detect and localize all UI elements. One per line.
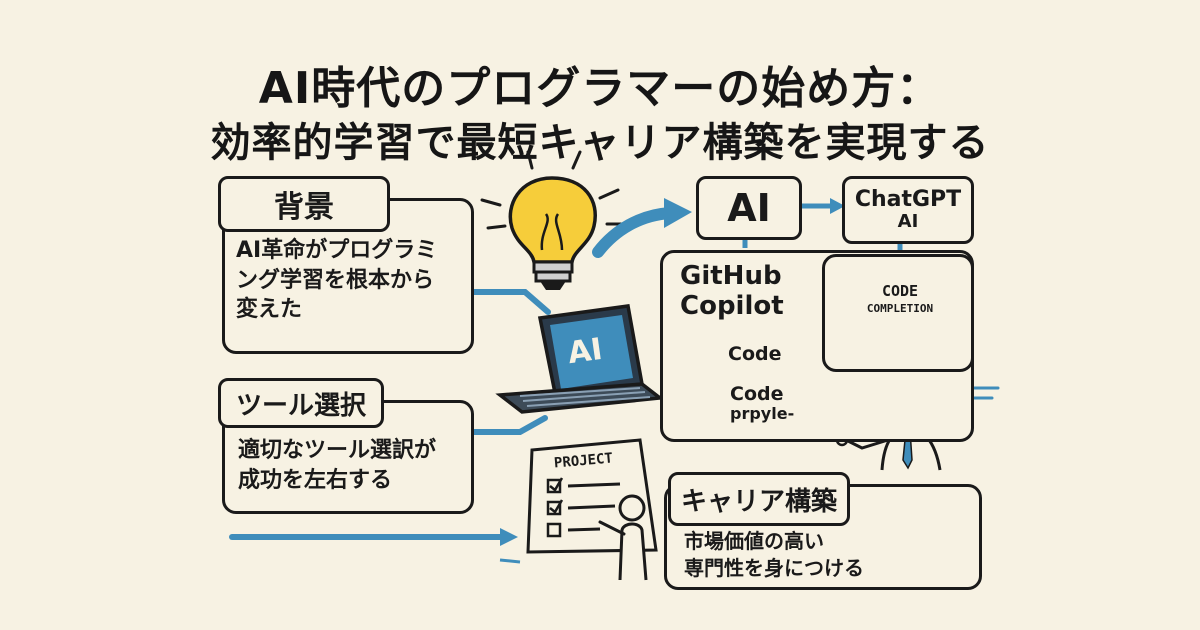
- page-subtitle: 効率的学習で最短キャリア構築を実現する: [210, 120, 990, 166]
- code-item-2-line2: prpyle-: [730, 403, 795, 423]
- copilot-line2: Copilot: [680, 290, 784, 321]
- chatgpt-label: ChatGPT: [854, 187, 962, 212]
- copilot-line1: GitHub: [680, 261, 782, 291]
- tools-text-line1: 適切なツール選訳が: [238, 438, 437, 463]
- arrow-background-to-laptop: [467, 289, 551, 315]
- project-clipboard-icon: [526, 438, 658, 554]
- github-copilot-label: GitHub Copilot: [680, 261, 784, 322]
- arrowhead-bulb-to-ai: [664, 198, 692, 228]
- code-completion-line1: CODE: [881, 282, 919, 300]
- code-item-2-line1: Code: [730, 383, 784, 405]
- code-item-1: Code: [728, 343, 782, 365]
- tools-text-line2: 成功を左右する: [238, 467, 393, 493]
- code-completion-line2: COMPLETION: [866, 301, 934, 315]
- laptop-screen-label: AI: [565, 331, 605, 372]
- code-completion-box: [822, 254, 974, 372]
- arrowhead-bottom: [500, 528, 518, 546]
- tools-text: 適切なツール選訳が 成功を左右する: [238, 436, 436, 495]
- background-text: AI革命がプログラミ ング学習を根本から 変えた: [236, 236, 437, 325]
- arrow-bulb-to-ai: [592, 207, 676, 258]
- background-text-line1: AI革命がプログラミ: [236, 238, 438, 263]
- background-text-line3: 変えた: [236, 297, 303, 323]
- page-title: AI時代のプログラマーの始め方：: [258, 63, 942, 114]
- career-text-line1: 市場価値の高い: [684, 529, 824, 553]
- ai-tools-panel: [660, 250, 974, 442]
- background-heading-text: 背景: [274, 190, 334, 225]
- tools-heading: ツール選択: [218, 378, 384, 428]
- career-heading-text: キャリア構築: [680, 486, 837, 517]
- code-completion-label: CODE COMPLETION: [852, 282, 948, 316]
- career-text: 市場価値の高い 専門性を身につける: [684, 528, 864, 582]
- career-heading: キャリア構築: [668, 472, 850, 526]
- tools-heading-text: ツール選択: [235, 390, 366, 421]
- arrow-tools-to-laptop: [467, 415, 548, 435]
- background-text-line2: ング学習を根本から: [236, 267, 435, 293]
- lightbulb-icon: [480, 150, 624, 290]
- chatgpt-sublabel: AI: [897, 211, 919, 233]
- background-heading: 背景: [218, 176, 390, 232]
- ai-box-label: AI: [727, 186, 771, 230]
- person-pointing-figure: [598, 494, 648, 581]
- career-text-line2: 専門性を身につける: [684, 556, 864, 580]
- ai-box: AI: [696, 176, 802, 240]
- code-item-2: Code prpyle-: [730, 384, 794, 422]
- chatgpt-box: ChatGPT AI: [842, 176, 974, 244]
- laptop-icon: [495, 304, 665, 414]
